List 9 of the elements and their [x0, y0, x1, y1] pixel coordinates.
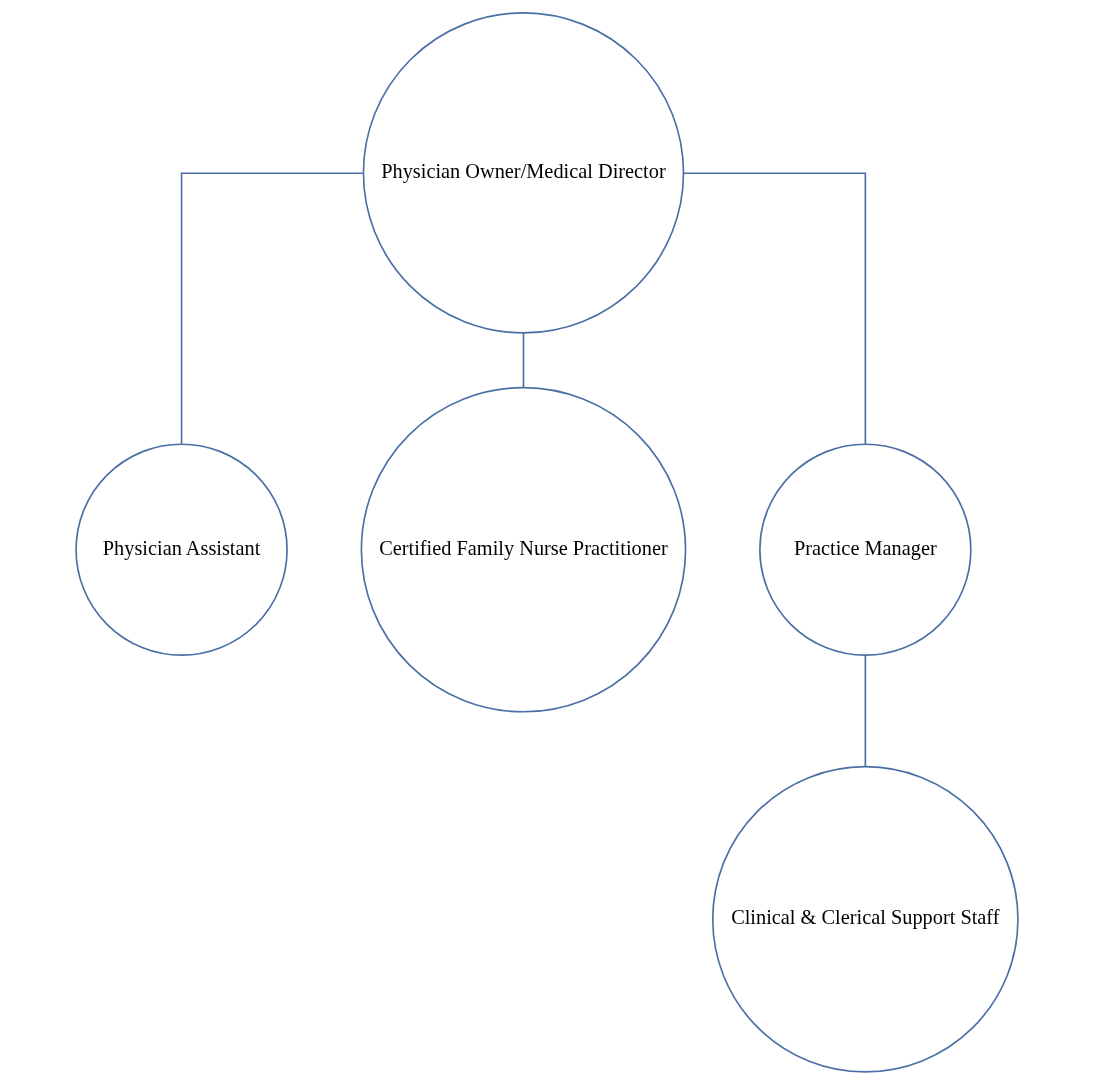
node-circle: Physician Assistant — [75, 443, 288, 656]
node-circle: Certified Family Nurse Practitioner — [360, 386, 687, 713]
connector — [180, 172, 365, 445]
node-circle: Clinical & Clerical Support Staff — [711, 765, 1019, 1073]
node-circle: Practice Manager — [759, 443, 972, 656]
node-circle: Physician Owner/Medical Director — [362, 12, 685, 334]
connector — [682, 172, 867, 445]
connector — [864, 654, 867, 768]
connector — [522, 331, 525, 389]
